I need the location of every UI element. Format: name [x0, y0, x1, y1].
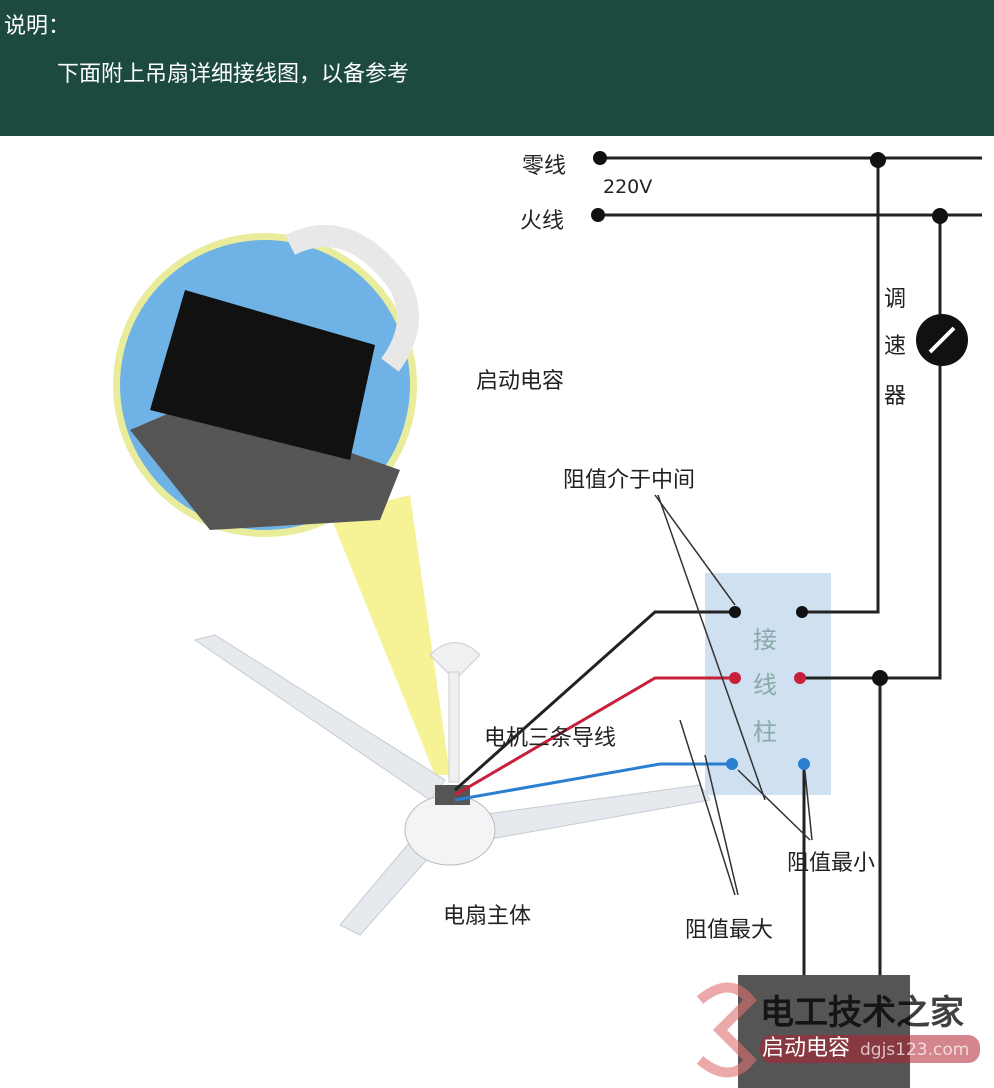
max-resistance-label: 阻值最大 — [685, 918, 774, 943]
watermark-url: dgjs123.com — [860, 1040, 970, 1060]
fan-blade — [479, 784, 711, 841]
header-description: 下面附上吊扇详细接线图，以备参考 — [57, 62, 410, 87]
min-resistance-label: 阻值最小 — [787, 851, 876, 876]
regulator-char: 器 — [884, 384, 907, 409]
fan-canopy — [429, 642, 481, 676]
callout-cone — [330, 495, 450, 775]
capacitor-icon — [150, 290, 375, 460]
terminal-char: 柱 — [753, 718, 777, 746]
neutral-label: 零线 — [522, 154, 567, 179]
capacitor-box-label: 启动电容 — [762, 1036, 851, 1061]
regulator-char: 调 — [884, 287, 907, 312]
start-capacitor-box — [738, 975, 910, 1088]
capacitor-label: 启动电容 — [476, 369, 565, 394]
motor-leads-label: 电机三条导线 — [484, 726, 617, 751]
red-wire — [454, 676, 735, 797]
blue-wire — [454, 762, 732, 802]
regulator-char: 速 — [884, 334, 907, 359]
terminal-box — [705, 573, 831, 795]
terminal-char: 接 — [753, 626, 777, 654]
live-label: 火线 — [520, 209, 565, 234]
fan-rod — [448, 671, 460, 783]
watermark-name: 电工技术之家 — [760, 993, 964, 1033]
watermark-logo — [696, 982, 757, 1078]
fan-hub — [404, 794, 496, 866]
terminal-dots — [591, 151, 948, 770]
fan-blade — [193, 634, 446, 801]
header-label: 说明： — [4, 14, 71, 39]
terminal-char: 线 — [753, 671, 777, 699]
header-banner: 说明： 下面附上吊扇详细接线图，以备参考 — [0, 0, 994, 136]
fan-body-label: 电扇主体 — [443, 904, 532, 929]
mid-resistance-label: 阻值介于中间 — [563, 468, 696, 493]
voltage-label: 220V — [603, 176, 653, 198]
